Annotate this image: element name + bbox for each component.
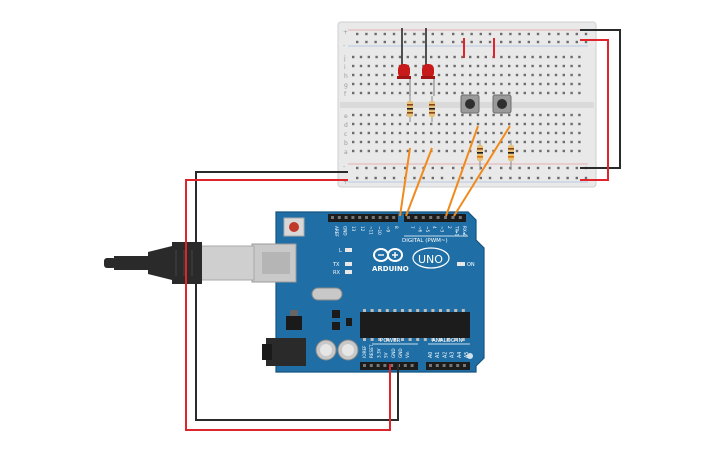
row-label-b: b	[344, 140, 348, 147]
power-jack	[266, 338, 306, 366]
digital-pin-label: 8	[394, 226, 399, 229]
wire-led-2-signal	[405, 147, 433, 217]
digital-pin-label: ~6	[417, 226, 422, 233]
digital-pin-label: ~10	[377, 226, 382, 235]
rail-minus-label: -	[343, 42, 345, 49]
resistor-led-2[interactable]	[429, 96, 435, 122]
row-label-h: h	[344, 73, 348, 80]
resistor-led-1[interactable]	[407, 96, 413, 122]
digital-pin-label: 12	[360, 226, 365, 232]
digital-header-holes	[331, 216, 462, 219]
button-1[interactable]	[460, 94, 480, 114]
power-pin-label: 3.3V	[376, 348, 381, 358]
row-label-g: g	[344, 82, 348, 89]
row-label-d: d	[344, 122, 348, 129]
digital-pin-label: ~9	[386, 226, 391, 233]
analog-pin-label: A4	[457, 352, 463, 358]
crystal	[311, 287, 343, 301]
wire-led-1-signal	[399, 147, 411, 217]
analog-pin-label: A3	[450, 352, 456, 358]
atmega-chip	[360, 312, 470, 338]
digital-pin-label: AREF	[334, 226, 339, 237]
digital-header-label: DIGITAL (PWM~)	[402, 238, 448, 244]
row-label-e: e	[344, 113, 348, 120]
digital-pin-label: 7	[410, 226, 415, 229]
usb-cable[interactable]	[104, 242, 255, 284]
power-pin-label: RESET	[369, 344, 374, 358]
chip-pins	[363, 309, 465, 341]
digital-header-left	[328, 214, 398, 222]
digital-pin-label: ~3	[440, 226, 445, 233]
wire-5v[interactable]	[185, 179, 391, 431]
power-pin-label: Vin	[405, 351, 410, 358]
row-label-j: j	[343, 55, 346, 62]
wire-gnd[interactable]	[195, 171, 399, 421]
power-pin-label: GND	[398, 348, 403, 358]
resistor-btn-1[interactable]	[477, 140, 483, 170]
analog-pin-label: A0	[428, 352, 434, 358]
digital-pin-label: 2	[447, 226, 452, 229]
digital-pin-label: GND	[343, 226, 348, 236]
row-label-i: i	[344, 64, 346, 71]
arduino-logo	[373, 248, 403, 262]
power-pin-label: 5V	[384, 352, 389, 358]
digital-header-right	[404, 214, 466, 222]
model-label: UNO	[418, 253, 443, 266]
row-label-a: a	[344, 149, 348, 156]
rail-minus-label-bottom: -	[343, 163, 345, 170]
brand-label: ARDUINO	[372, 265, 409, 273]
analog-label: ANALOG IN	[432, 338, 463, 344]
digital-pin-label: 13	[351, 226, 356, 232]
breadboard-holes	[352, 32, 588, 180]
digital-pin-label: 4	[432, 226, 437, 229]
signal-wires[interactable]	[399, 125, 511, 217]
led-2[interactable]	[421, 64, 435, 79]
analog-pin-label: A5	[464, 352, 470, 358]
analog-pin-label: A2	[442, 352, 448, 358]
resistor-btn-2[interactable]	[508, 140, 514, 170]
power-pin-label: GND	[391, 348, 396, 358]
on-label: ON	[467, 262, 475, 268]
reset-button[interactable]	[289, 222, 299, 232]
wire-rail-red-right[interactable]	[580, 39, 609, 181]
wire-rail-black-right[interactable]	[580, 29, 621, 169]
led-tx-label: TX	[332, 262, 340, 268]
digital-pin-label: RX◂0	[462, 226, 467, 237]
power-pin-label: IOREF	[362, 345, 367, 358]
led-1[interactable]	[397, 64, 411, 79]
digital-pin-label: ~11	[368, 226, 373, 235]
rail-plus-label: +	[343, 29, 348, 36]
arduino-board[interactable]: L TX RX ON ARDUINO UNO DIGITAL (PWM~) PO…	[251, 211, 485, 373]
button-2[interactable]	[492, 94, 512, 114]
digital-pin-label: ~5	[425, 226, 430, 233]
power-label: POWER	[380, 338, 401, 344]
led-l-label: L	[339, 248, 342, 254]
digital-pin-label: TX▸1	[454, 225, 459, 237]
analog-header	[426, 362, 470, 370]
wire-button-1-signal	[445, 125, 479, 217]
analog-pin-label: A1	[435, 352, 441, 358]
led-rx-label: RX	[333, 270, 340, 276]
rail-plus-label-bottom: +	[343, 179, 348, 186]
wire-button-2-signal	[453, 125, 511, 217]
row-label-f: f	[344, 91, 347, 98]
row-label-c: c	[344, 131, 347, 138]
